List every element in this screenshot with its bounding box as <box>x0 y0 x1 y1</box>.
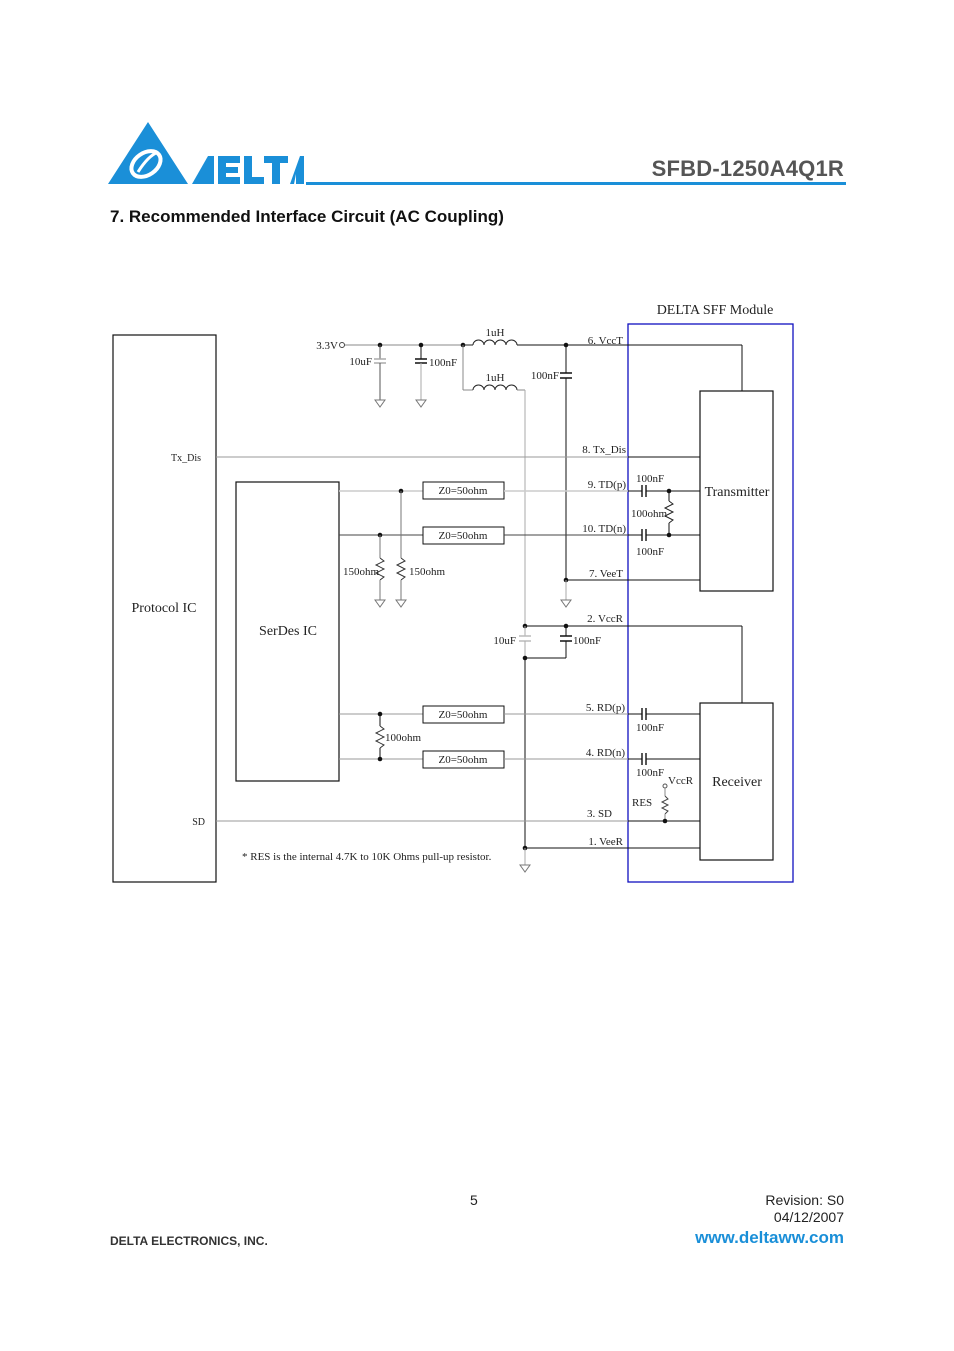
r-rx-term-label: 100ohm <box>385 732 422 744</box>
pin-tdp-label: 9. TD(p) <box>588 479 627 491</box>
pin-rdp-label: 5. RD(p) <box>586 702 625 714</box>
page-number: 5 <box>470 1192 478 1208</box>
r-tx-term-icon <box>663 500 675 524</box>
sff-module-title: DELTA SFF Module <box>657 303 774 318</box>
r-150-left-icon <box>374 557 386 581</box>
protocol-ic-label: Protocol IC <box>132 601 197 616</box>
z0-rdp-label: Z0=50ohm <box>439 709 488 721</box>
pin-rdn-label: 4. RD(n) <box>586 747 625 759</box>
model-number: SFBD-1250A4Q1R <box>651 156 844 181</box>
revision-date: 04/12/2007 <box>773 1209 844 1225</box>
sff-module-outline <box>627 323 794 883</box>
protocol-ic-block <box>112 334 217 883</box>
r-150-right-icon <box>395 557 407 581</box>
pin-sd-label: 3. SD <box>587 808 612 820</box>
res-resistor-icon <box>660 795 670 815</box>
c-10uf-vccr-label: 10uF <box>493 635 516 647</box>
z0-tdn-label: Z0=50ohm <box>439 530 488 542</box>
pin-vcct-label: 6. VccT <box>588 335 624 347</box>
c-rdn-label: 100nF <box>636 767 664 779</box>
l2-label: 1uH <box>486 372 505 384</box>
supply-label: 3.3V <box>316 340 338 352</box>
c-tdp-label: 100nF <box>636 473 664 485</box>
receiver-block <box>699 702 774 861</box>
inductor-l1-icon <box>472 339 518 346</box>
c-100nf-vcct-label: 100nF <box>531 370 559 382</box>
res-note: * RES is the internal 4.7K to 10K Ohms p… <box>242 851 492 863</box>
r-150-right-label: 150ohm <box>409 566 446 578</box>
c-100nf-top-label: 100nF <box>429 357 457 369</box>
r-150-left-label: 150ohm <box>343 566 380 578</box>
website-link[interactable]: www.deltaww.com <box>695 1228 844 1247</box>
company-name: DELTA ELECTRONICS, INC. <box>110 1234 268 1248</box>
z0-rdn-label: Z0=50ohm <box>439 754 488 766</box>
res-supply-label: VccR <box>668 775 694 787</box>
revision: Revision: S0 <box>765 1192 844 1208</box>
transmitter-label: Transmitter <box>705 485 770 500</box>
pin-tx-dis-label: 8. Tx_Dis <box>582 444 626 456</box>
section-title: 7. Recommended Interface Circuit (AC Cou… <box>110 207 504 226</box>
pin-veer-label: 1. VeeR <box>588 836 623 848</box>
pin-vccr-label: 2. VccR <box>587 613 624 625</box>
delta-wordmark <box>192 156 304 184</box>
c-100nf-vccr-label: 100nF <box>573 635 601 647</box>
header-rule <box>306 182 846 185</box>
pin-tdn-label: 10. TD(n) <box>582 523 626 535</box>
c-rdp-label: 100nF <box>636 722 664 734</box>
delta-logo <box>108 122 304 184</box>
l1-label: 1uH <box>486 327 505 339</box>
serdes-ic-block <box>235 481 340 782</box>
protocol-pin-sd: SD <box>192 817 205 828</box>
r-rx-term-icon <box>374 725 386 749</box>
res-label: RES <box>632 797 652 809</box>
inductor-l2-icon <box>472 384 518 391</box>
pin-veet-label: 7. VeeT <box>589 568 623 580</box>
serdes-ic-label: SerDes IC <box>259 624 317 639</box>
delta-swirl-icon <box>129 149 163 179</box>
c-tdn-label: 100nF <box>636 546 664 558</box>
r-tx-term-label: 100ohm <box>631 508 668 520</box>
receiver-label: Receiver <box>712 775 762 790</box>
c-10uf-top-label: 10uF <box>349 356 372 368</box>
protocol-pin-tx-dis: Tx_Dis <box>171 453 201 464</box>
z0-tdp-label: Z0=50ohm <box>439 485 488 497</box>
